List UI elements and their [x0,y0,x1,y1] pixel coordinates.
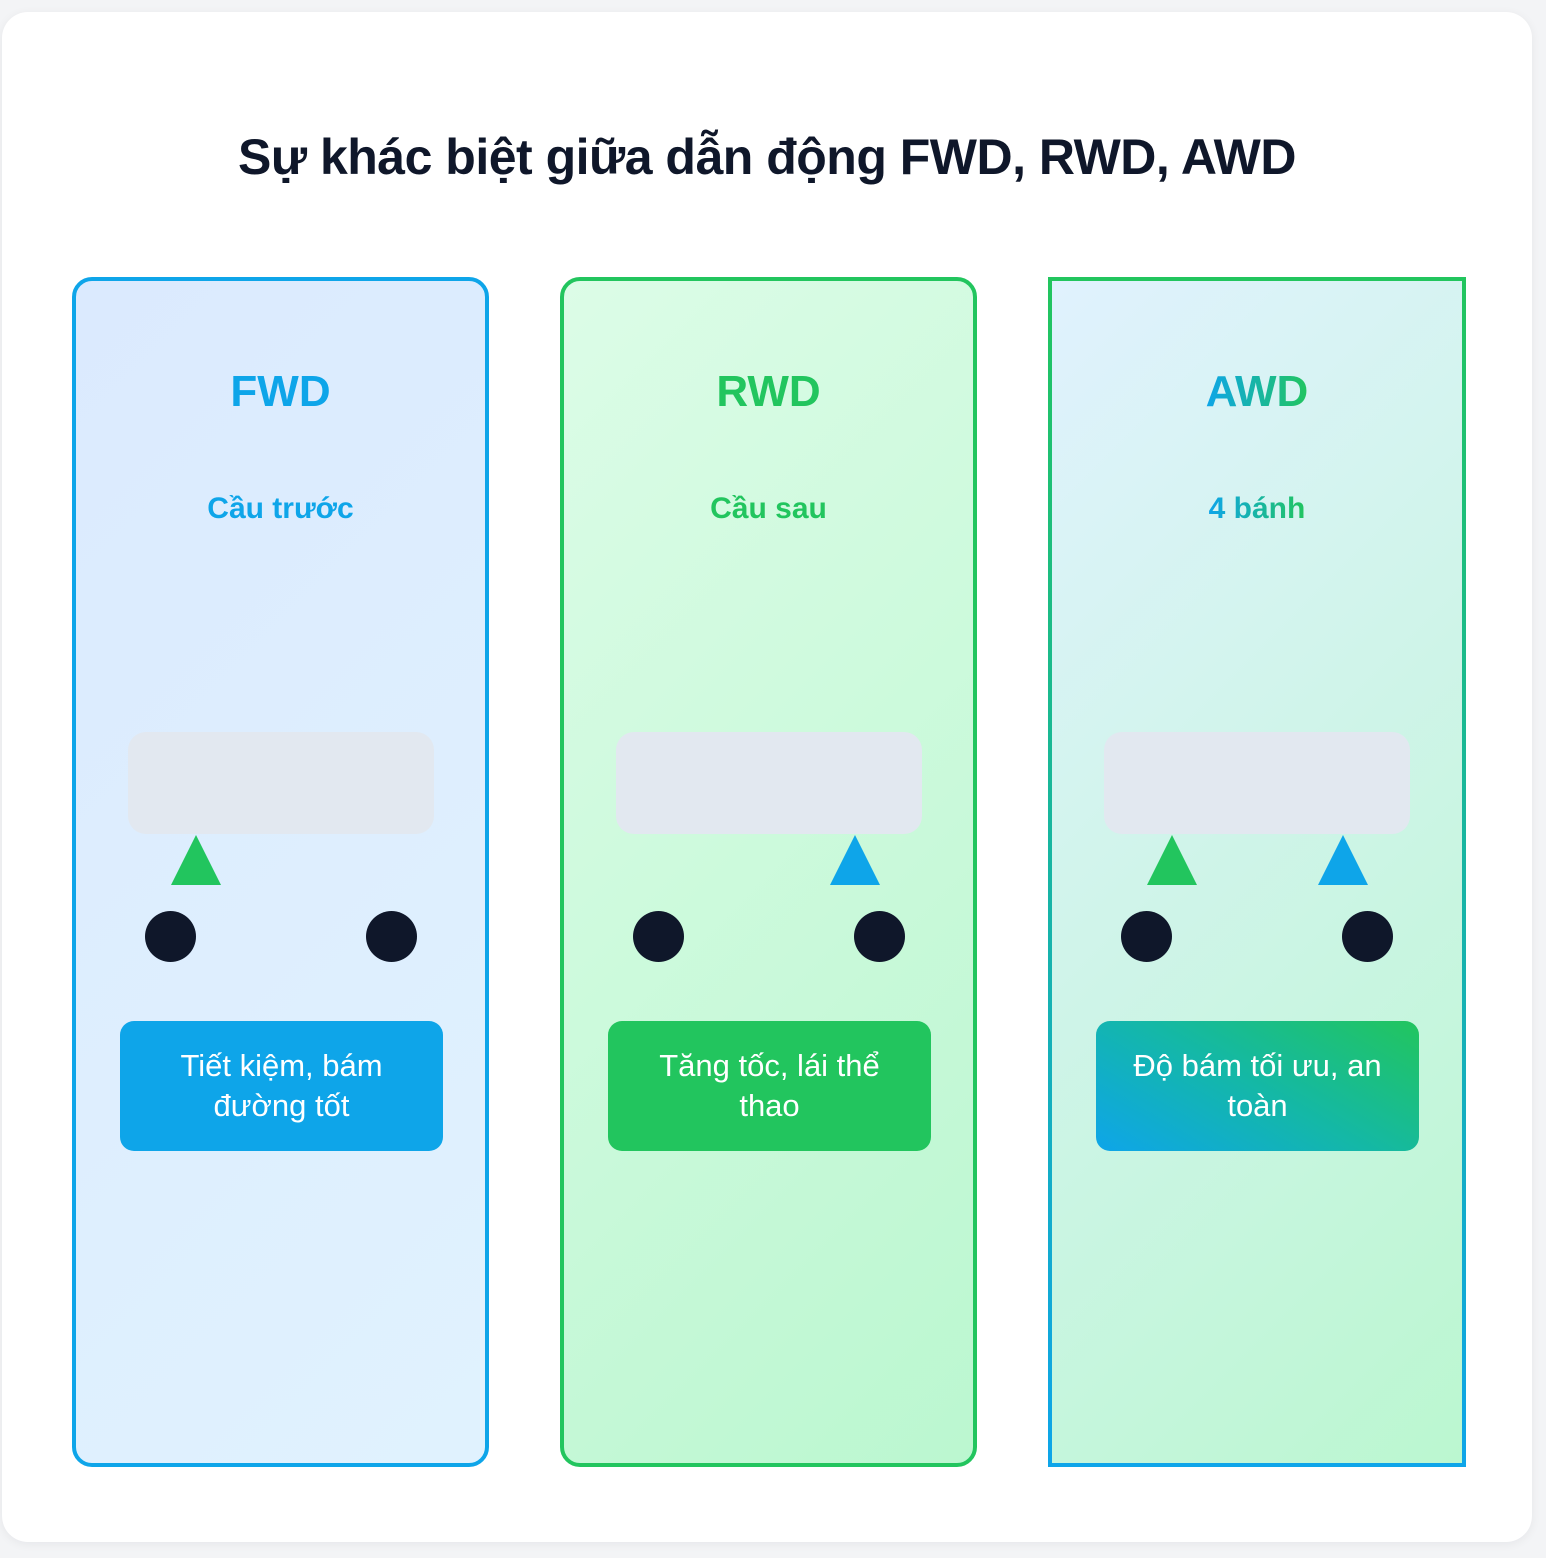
rwd-benefit-badge: Tăng tốc, lái thể thao [608,1021,931,1151]
rwd-label: RWD [716,367,821,416]
awd-sublabel: 4 bánh [1208,492,1306,525]
rwd-benefit-text: Tăng tốc, lái thể thao [659,1048,880,1123]
rwd-panel: RWD Cầu sau Tăng tốc, lái thể thao [560,277,977,1467]
rwd-sublabel: Cầu sau [710,492,827,525]
car-body-shape [128,732,434,834]
fwd-label: FWD [230,367,331,416]
front-wheel-icon [1121,911,1172,962]
rear-wheel-icon [366,911,417,962]
awd-benefit-badge: Độ bám tối ưu, an toàn [1096,1021,1419,1151]
fwd-benefit-badge: Tiết kiệm, bám đường tốt [120,1021,443,1151]
diagram-title: Sự khác biệt giữa dẫn động FWD, RWD, AWD [238,129,1296,185]
fwd-benefit-text: Tiết kiệm, bám đường tốt [180,1048,383,1123]
rear-wheel-icon [854,911,905,962]
diagram-card: Sự khác biệt giữa dẫn động FWD, RWD, AWD… [2,12,1532,1542]
car-body-shape [1104,732,1410,834]
front-wheel-icon [145,911,196,962]
fwd-panel: FWD Cầu trước Tiết kiệm, bám đường tốt [72,277,489,1467]
front-drive-arrow-icon [1147,835,1197,885]
awd-label: AWD [1205,367,1309,416]
rear-drive-arrow-icon [1318,835,1368,885]
fwd-sublabel: Cầu trước [207,492,354,525]
rear-drive-arrow-icon [830,835,880,885]
awd-benefit-text: Độ bám tối ưu, an toàn [1133,1048,1382,1123]
rear-wheel-icon [1342,911,1393,962]
front-wheel-icon [633,911,684,962]
awd-panel: AWD 4 bánh Độ bám tối ưu, an toàn [1048,277,1466,1467]
front-drive-arrow-icon [171,835,221,885]
car-body-shape [616,732,922,834]
